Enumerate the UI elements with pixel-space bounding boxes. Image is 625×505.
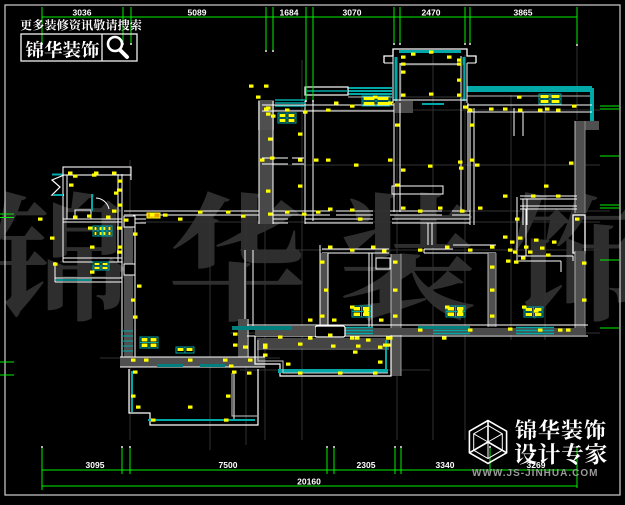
svg-text:1684: 1684 [280, 8, 299, 18]
svg-text:2470: 2470 [422, 8, 441, 18]
svg-text:7500: 7500 [219, 460, 238, 470]
svg-text:3095: 3095 [86, 460, 105, 470]
svg-text:5089: 5089 [188, 8, 207, 18]
svg-text:3036: 3036 [73, 8, 92, 18]
svg-text:20160: 20160 [297, 477, 321, 487]
svg-text:3340: 3340 [436, 460, 455, 470]
svg-text:WWW.JS-JINHUA.COM: WWW.JS-JINHUA.COM [472, 468, 598, 479]
svg-text:3070: 3070 [343, 8, 362, 18]
svg-text:3269: 3269 [527, 460, 546, 470]
svg-text:3865: 3865 [514, 8, 533, 18]
svg-text:2305: 2305 [357, 460, 376, 470]
